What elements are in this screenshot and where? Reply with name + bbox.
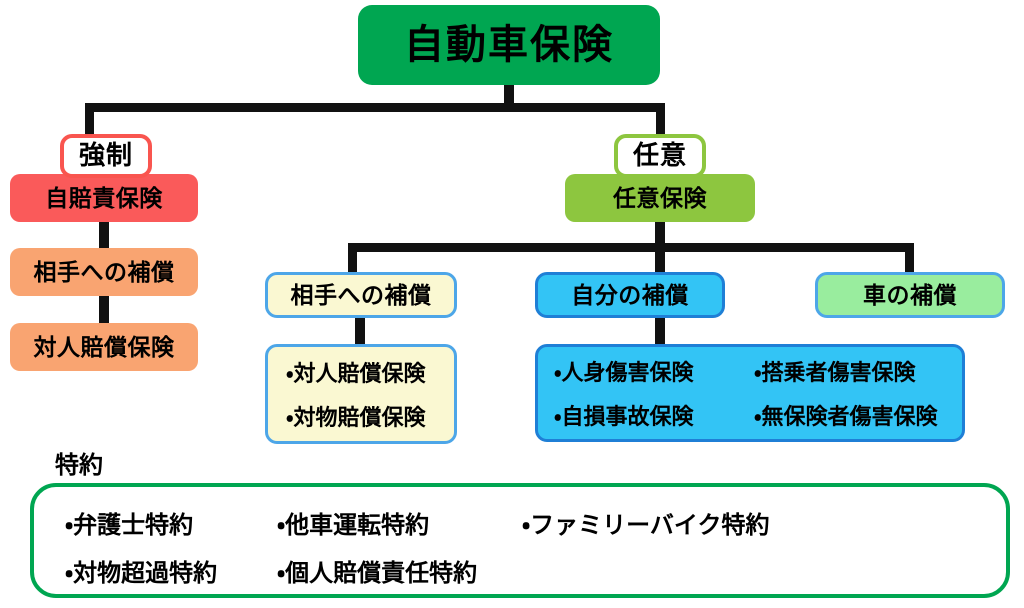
tokuyaku-row: ・弁護士特約 ・他車運転特約 ・ファミリーバイク特約 [65, 498, 985, 546]
category-self-compensation[interactable]: 自分の補償 [535, 272, 725, 318]
tokuyaku-item: ・個人賠償責任特約 [277, 559, 478, 587]
connector-compulsory-1 [99, 220, 109, 248]
connector-to-cat2 [655, 243, 665, 275]
detail-row: ・人身傷害保険 ・搭乗者傷害保険 [554, 355, 962, 387]
tokuyaku-items: ・弁護士特約 ・他車運転特約 ・ファミリーバイク特約 ・対物超過特約 ・個人賠償… [65, 498, 985, 594]
detail-row: ・対物賠償保険 [286, 400, 454, 432]
tokuyaku-item: ・対物超過特約 [65, 559, 218, 587]
category-other-party-compensation[interactable]: 相手への補償 [265, 272, 457, 318]
node-compulsory-scope[interactable]: 相手への補償 [10, 248, 198, 296]
detail-item: ・無保険者傷害保険 [754, 404, 938, 429]
detail-row: ・自損事故保険 ・無保険者傷害保険 [554, 399, 962, 431]
connector-to-compulsory [85, 103, 94, 137]
detail-row: ・対人賠償保険 [286, 356, 454, 388]
connector-root-stem [504, 84, 514, 110]
connector-cat2-detail [655, 316, 665, 344]
tag-compulsory[interactable]: 強制 [60, 134, 152, 178]
node-jibaiseki-insurance[interactable]: 自賠責保険 [10, 174, 198, 222]
detail-item: ・搭乗者傷害保険 [754, 360, 916, 385]
detail-box-other-party[interactable]: ・対人賠償保険 ・対物賠償保険 [265, 344, 457, 444]
connector-optional-stem [655, 220, 665, 248]
tokuyaku-row: ・対物超過特約 ・個人賠償責任特約 [65, 546, 985, 594]
detail-item: ・対人賠償保険 [286, 361, 426, 386]
connector-to-cat1 [348, 243, 357, 275]
category-vehicle-compensation[interactable]: 車の補償 [815, 272, 1005, 318]
connector-to-cat3 [905, 243, 914, 275]
detail-box-self[interactable]: ・人身傷害保険 ・搭乗者傷害保険 ・自損事故保険 ・無保険者傷害保険 [535, 344, 965, 442]
root-node-auto-insurance[interactable]: 自動車保険 [358, 5, 660, 85]
connector-compulsory-2 [99, 295, 109, 323]
connector-to-optional [656, 103, 665, 137]
tag-optional[interactable]: 任意 [614, 134, 706, 178]
detail-item: ・対物賠償保険 [286, 405, 426, 430]
node-optional-insurance[interactable]: 任意保険 [565, 174, 755, 222]
tokuyaku-frame[interactable] [30, 483, 1010, 598]
node-compulsory-product[interactable]: 対人賠償保険 [10, 323, 198, 371]
tokuyaku-item: ・ファミリーバイク特約 [522, 511, 770, 539]
connector-cat1-detail [355, 316, 365, 344]
tokuyaku-item: ・他車運転特約 [277, 511, 430, 539]
connector-optional-bar [348, 243, 914, 252]
tokuyaku-label: 特約 [55, 452, 103, 479]
connector-root-bar [85, 103, 665, 112]
tokuyaku-item: ・弁護士特約 [65, 511, 194, 539]
detail-item: ・人身傷害保険 [554, 360, 694, 385]
detail-item: ・自損事故保険 [554, 404, 694, 429]
